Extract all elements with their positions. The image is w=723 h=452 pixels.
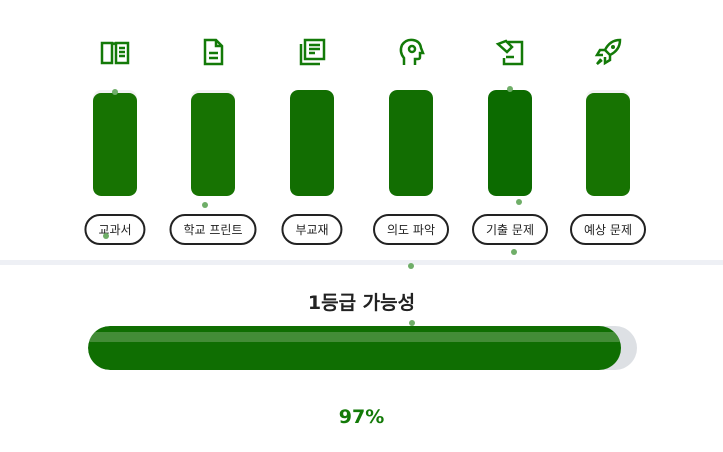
category-column: 기출 문제: [460, 34, 560, 245]
category-column: 학교 프린트: [163, 34, 263, 245]
book-icon: [100, 41, 130, 65]
rocket-icon: [594, 38, 622, 66]
category-label-button[interactable]: 학교 프린트: [169, 214, 257, 245]
category-bar: [191, 90, 235, 196]
category-column: 의도 파악: [361, 34, 461, 245]
section-divider: [0, 260, 723, 265]
category-bar: [586, 90, 630, 196]
result-title: 1등급 가능성: [307, 292, 416, 314]
probability-bar: [88, 326, 637, 370]
probability-percent: 97%: [338, 406, 385, 428]
document-icon: [203, 38, 224, 66]
category-label-button[interactable]: 기출 문제: [472, 214, 548, 245]
category-column: 교과서: [65, 34, 165, 245]
category-bar-fill: [586, 93, 630, 196]
category-column: 부교재: [262, 34, 362, 245]
category-column: 예상 문제: [558, 34, 658, 245]
probability-bar-fill: [88, 326, 621, 370]
category-bar: [488, 90, 532, 196]
category-bar-fill: [488, 90, 532, 196]
category-label-button[interactable]: 의도 파악: [373, 214, 449, 245]
category-label-button[interactable]: 예상 문제: [570, 214, 646, 245]
exam-paper-icon: [495, 39, 524, 66]
category-label-button[interactable]: 교과서: [84, 214, 146, 245]
category-bar: [389, 90, 433, 196]
category-bar: [93, 90, 137, 196]
category-bar-fill: [93, 93, 137, 196]
category-bar-fill: [191, 93, 235, 196]
head-gear-icon: [399, 38, 425, 65]
category-bar-fill: [290, 90, 334, 196]
newspaper-icon: [299, 38, 326, 66]
category-bar-fill: [389, 90, 433, 196]
category-bar: [290, 90, 334, 196]
category-label-button[interactable]: 부교재: [281, 214, 343, 245]
